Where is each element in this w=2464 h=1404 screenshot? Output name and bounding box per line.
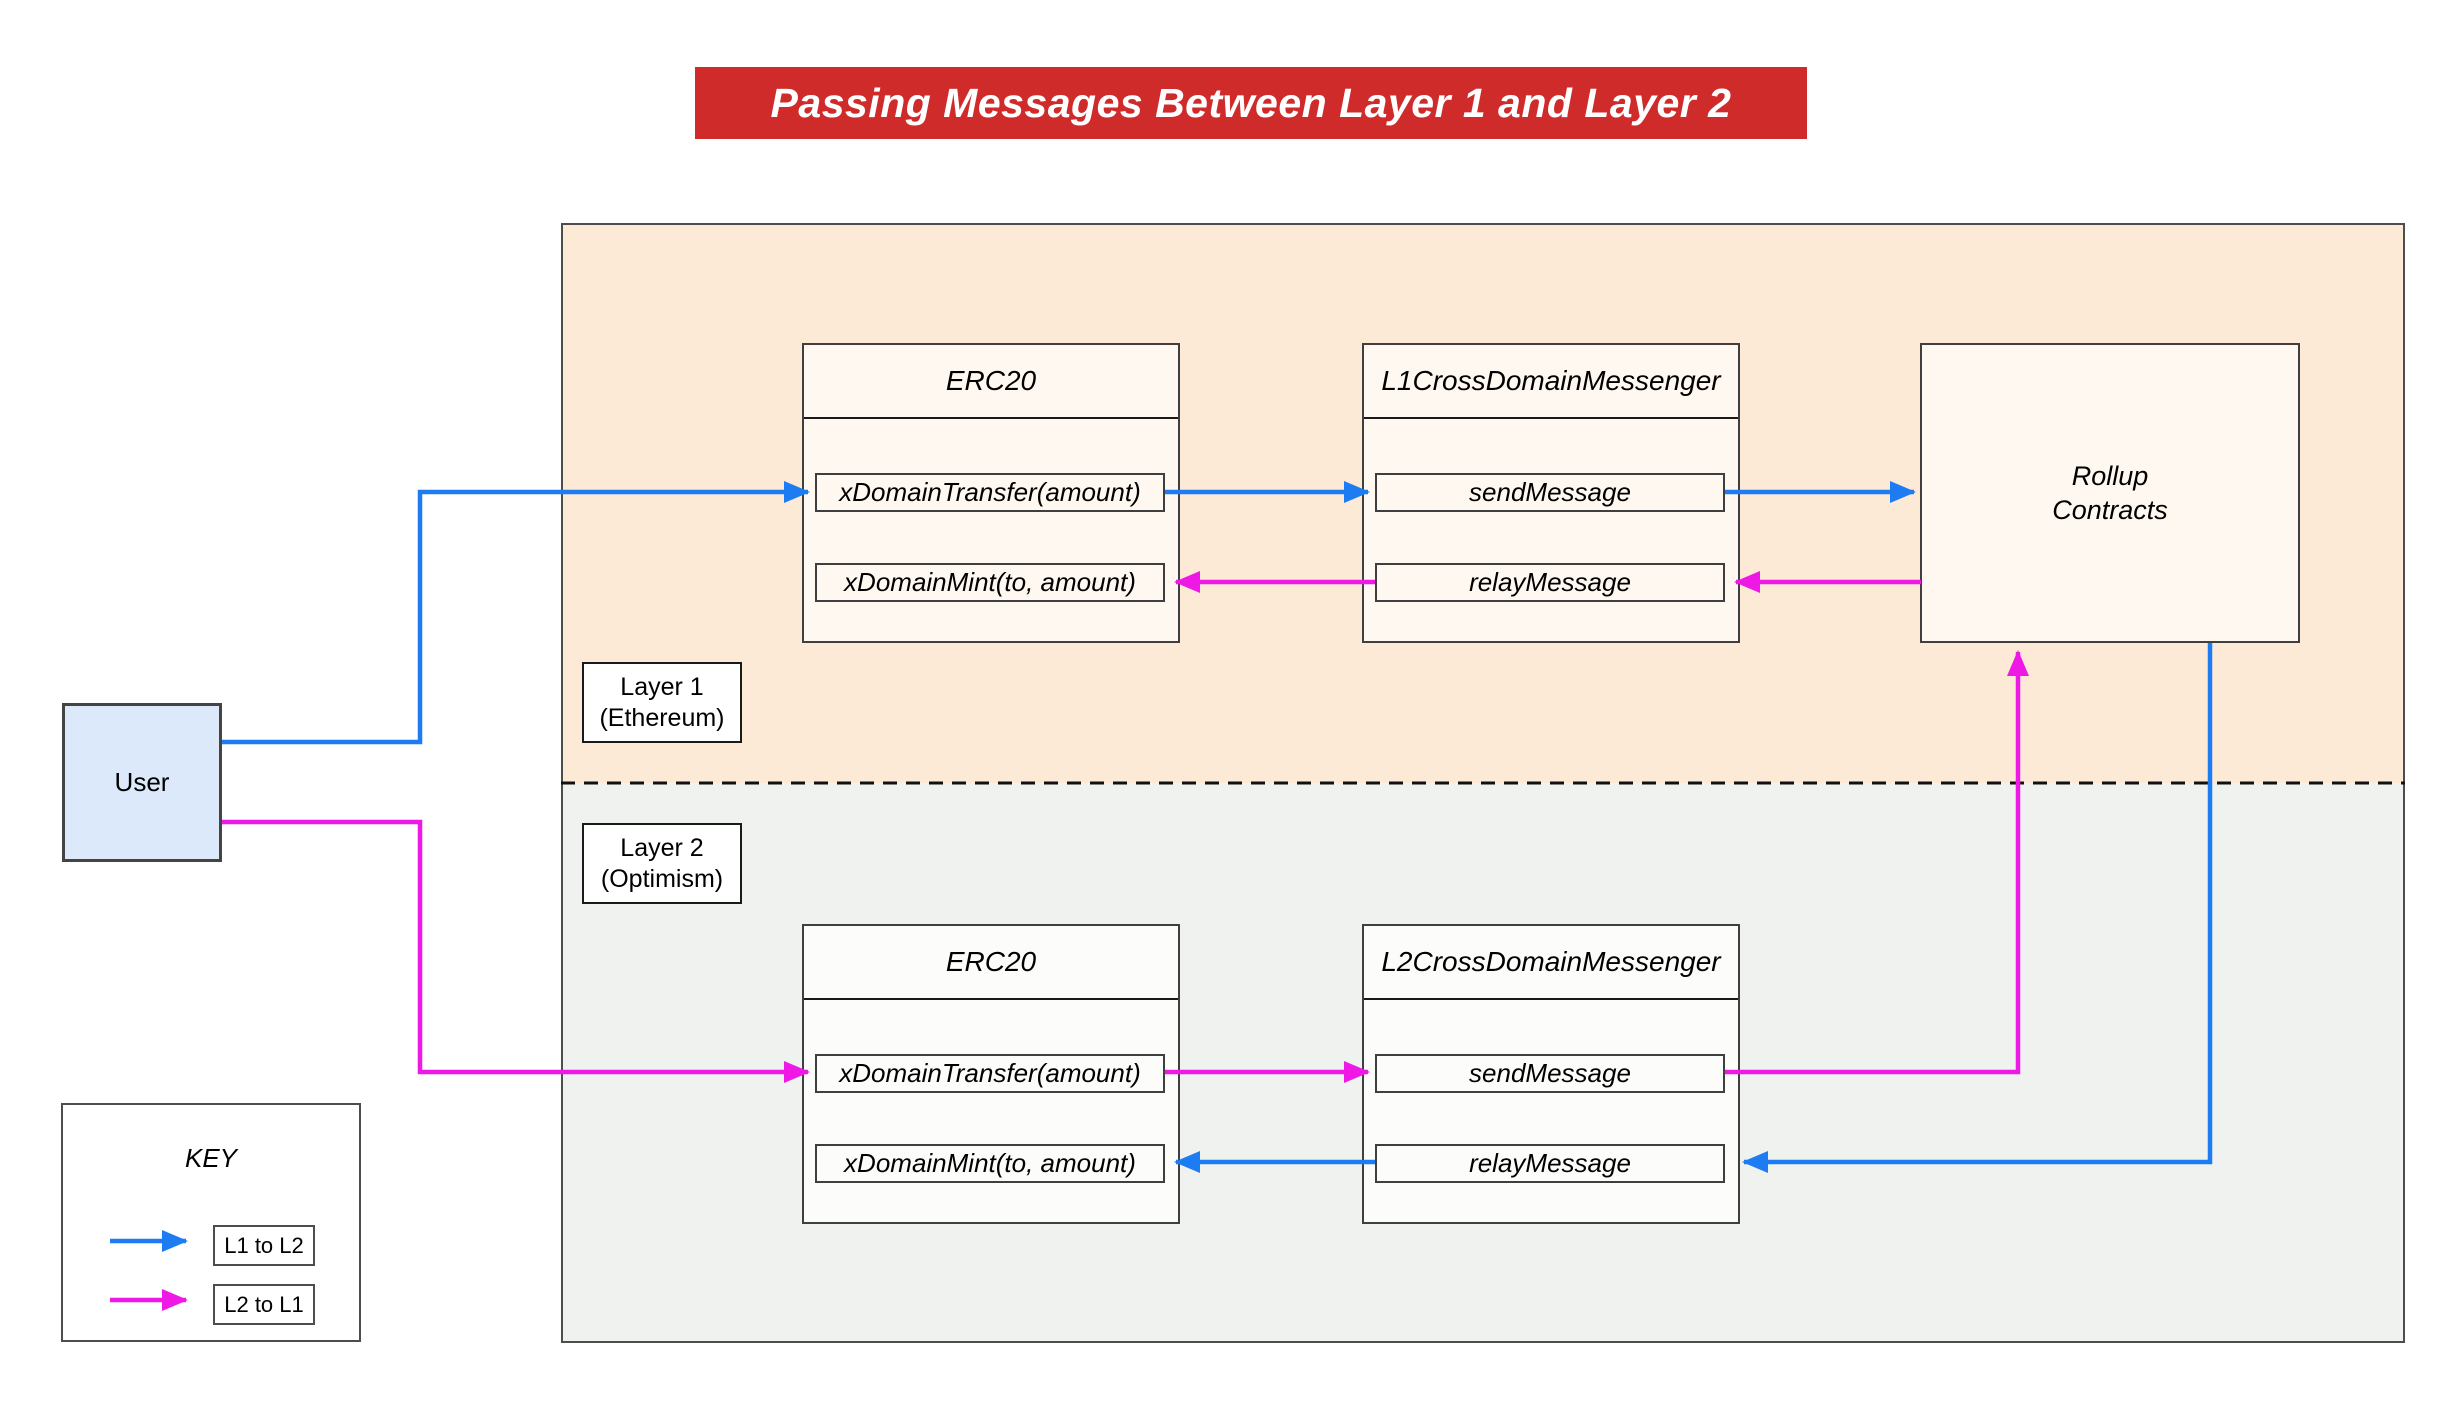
layer1-label-line2: (Ethereum) — [599, 703, 725, 732]
layer1-label-box: Layer 1 (Ethereum) — [582, 662, 742, 743]
key-entry-l1-to-l2: L1 to L2 — [213, 1225, 315, 1266]
l1-messenger-method-sendmessage: sendMessage — [1375, 473, 1725, 512]
layer2-label-line1: Layer 2 — [620, 833, 704, 862]
l2-erc20-title: ERC20 — [804, 926, 1178, 1000]
l2-erc20-method-xdomainmint: xDomainMint(to, amount) — [815, 1144, 1165, 1183]
key-title: KEY — [184, 1143, 238, 1173]
l1-erc20-title: ERC20 — [804, 345, 1178, 419]
rollup-title-line1: Rollup — [2071, 461, 2149, 491]
l2-messenger-method-relaymessage: relayMessage — [1375, 1144, 1725, 1183]
rollup-title-line2: Contracts — [2052, 495, 2168, 525]
l1-erc20-method-xdomainmint: xDomainMint(to, amount) — [815, 563, 1165, 602]
rollup-contracts-box: Rollup Contracts — [1920, 343, 2300, 643]
diagram-title: Passing Messages Between Layer 1 and Lay… — [770, 79, 1732, 126]
layer1-label-line1: Layer 1 — [620, 672, 704, 701]
l2-messenger-method-sendmessage: sendMessage — [1375, 1054, 1725, 1093]
layer2-label-box: Layer 2 (Optimism) — [582, 823, 742, 904]
class-box-l2-messenger: L2CrossDomainMessenger sendMessage relay… — [1362, 924, 1740, 1224]
class-box-l1-messenger: L1CrossDomainMessenger sendMessage relay… — [1362, 343, 1740, 643]
l2-messenger-title: L2CrossDomainMessenger — [1364, 926, 1738, 1000]
l1-messenger-title: L1CrossDomainMessenger — [1364, 345, 1738, 419]
l1-erc20-method-xdomaintransfer: xDomainTransfer(amount) — [815, 473, 1165, 512]
user-box: User — [62, 703, 222, 862]
layer2-label-line2: (Optimism) — [600, 864, 724, 893]
l1-messenger-method-relaymessage: relayMessage — [1375, 563, 1725, 602]
title-banner: Passing Messages Between Layer 1 and Lay… — [695, 67, 1807, 139]
l2-erc20-method-xdomaintransfer: xDomainTransfer(amount) — [815, 1054, 1165, 1093]
key-box: KEY L1 to L2 L2 to L1 — [61, 1103, 361, 1342]
user-label: User — [114, 767, 170, 797]
key-entry-l2-to-l1: L2 to L1 — [213, 1284, 315, 1325]
class-box-l2-erc20: ERC20 xDomainTransfer(amount) xDomainMin… — [802, 924, 1180, 1224]
class-box-l1-erc20: ERC20 xDomainTransfer(amount) xDomainMin… — [802, 343, 1180, 643]
